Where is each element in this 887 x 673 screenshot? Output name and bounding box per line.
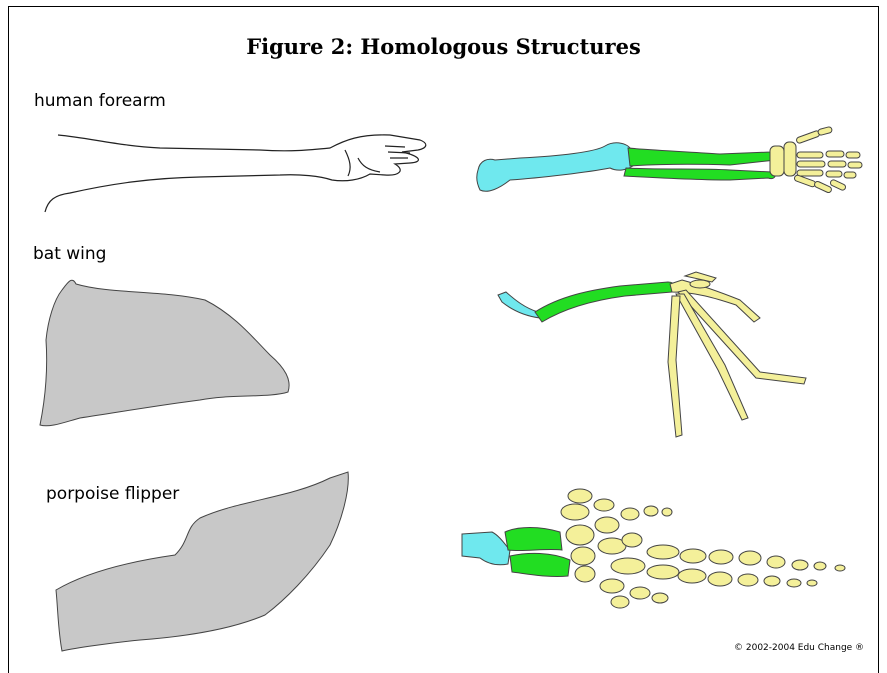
human-ulna	[624, 168, 775, 180]
porpoise-radius	[505, 528, 562, 551]
bat-finger-bones	[668, 272, 806, 437]
human-arm-outline	[45, 135, 426, 212]
porpoise-ulna	[510, 553, 570, 576]
bat-wing-skeleton	[498, 272, 806, 437]
human-humerus	[477, 143, 634, 191]
porpoise-flipper-silhouette	[56, 472, 348, 651]
bat-humerus	[498, 292, 540, 318]
human-arm-skeleton	[477, 126, 862, 193]
human-radius	[628, 148, 779, 166]
porpoise-flipper-skeleton	[462, 489, 845, 608]
bat-forearm	[535, 282, 676, 322]
human-hand-bones	[770, 126, 862, 193]
porpoise-humerus	[462, 532, 510, 565]
porpoise-hand-bones	[561, 489, 845, 608]
bat-wing-silhouette	[40, 280, 289, 426]
copyright-notice: © 2002-2004 Edu Change ®	[734, 643, 864, 653]
